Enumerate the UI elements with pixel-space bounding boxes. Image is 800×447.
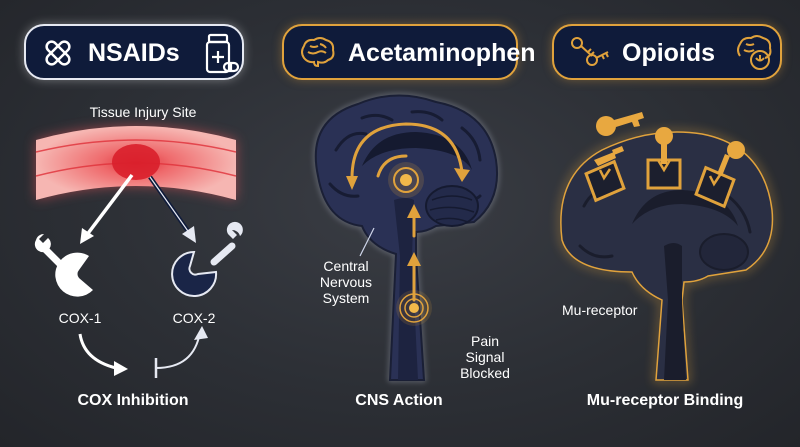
pain-label-line-2: Signal xyxy=(465,349,505,365)
brain-lock-icon xyxy=(734,34,774,72)
tissue-injury-label: Tissue Injury Site xyxy=(89,104,197,120)
key-icon-docked-1 xyxy=(594,146,624,166)
cns-label-line-1: Central xyxy=(323,258,369,274)
curved-arrow-inhibited xyxy=(155,331,201,369)
acetaminophen-panel: Acetaminophen xyxy=(266,0,536,447)
key-icon-docked-3 xyxy=(717,141,745,176)
acetaminophen-caption: CNS Action xyxy=(355,392,443,409)
opioids-title: Opioids xyxy=(622,39,716,67)
cox2-label: COX-2 xyxy=(172,310,216,326)
acetaminophen-title-pill: Acetaminophen xyxy=(282,24,536,80)
cns-label-line-2: Nervous xyxy=(319,274,373,290)
nsaids-panel: NSAIDs Tissue Injury Site xyxy=(0,0,266,447)
cox1-label: COX-1 xyxy=(58,310,102,326)
brain-icon xyxy=(298,36,336,68)
opioids-panel: Opioids xyxy=(532,0,798,447)
cox2-enzyme-icon xyxy=(171,250,218,297)
keys-icon xyxy=(568,34,612,72)
pill-bottle-icon xyxy=(204,32,240,76)
thalamus-signal-icon xyxy=(388,162,424,198)
pain-signal-label: Pain Signal Blocked xyxy=(450,333,520,381)
crossed-pills-icon xyxy=(40,35,76,71)
injury-spot-icon xyxy=(112,144,160,180)
opioids-caption: Mu-receptor Binding xyxy=(586,392,744,409)
opioid-brain-diagram xyxy=(558,112,775,382)
opioids-title-pill: Opioids xyxy=(552,24,782,80)
pain-label-line-1: Pain xyxy=(470,333,500,349)
signal-inner xyxy=(376,154,408,178)
curved-arrow-activate xyxy=(78,333,117,370)
wrench-icon-cox2 xyxy=(210,221,243,266)
receptor-icon-2 xyxy=(646,158,682,190)
arrow-to-cox1 xyxy=(84,173,134,238)
key-icon-docked-2 xyxy=(655,127,673,164)
cns-label-line-3: System xyxy=(322,290,370,306)
acetaminophen-title: Acetaminophen xyxy=(348,39,536,67)
pain-origin-signal-icon xyxy=(396,290,432,326)
cox1-enzyme-icon xyxy=(55,252,93,297)
signal-arc xyxy=(350,122,464,180)
nsaids-caption: COX Inhibition xyxy=(77,392,189,409)
mu-receptor-label: Mu-receptor xyxy=(562,302,638,318)
nsaids-diagram xyxy=(34,126,243,378)
cns-label: Central Nervous System xyxy=(306,258,386,306)
nsaids-title-pill: NSAIDs xyxy=(24,24,244,80)
receptor-icon-1 xyxy=(584,159,626,203)
receptor-icon-3 xyxy=(694,165,736,209)
key-icon-floating xyxy=(596,112,644,136)
cns-brain-diagram xyxy=(314,94,499,382)
nsaids-title: NSAIDs xyxy=(88,39,180,67)
pain-label-line-3: Blocked xyxy=(460,365,510,381)
